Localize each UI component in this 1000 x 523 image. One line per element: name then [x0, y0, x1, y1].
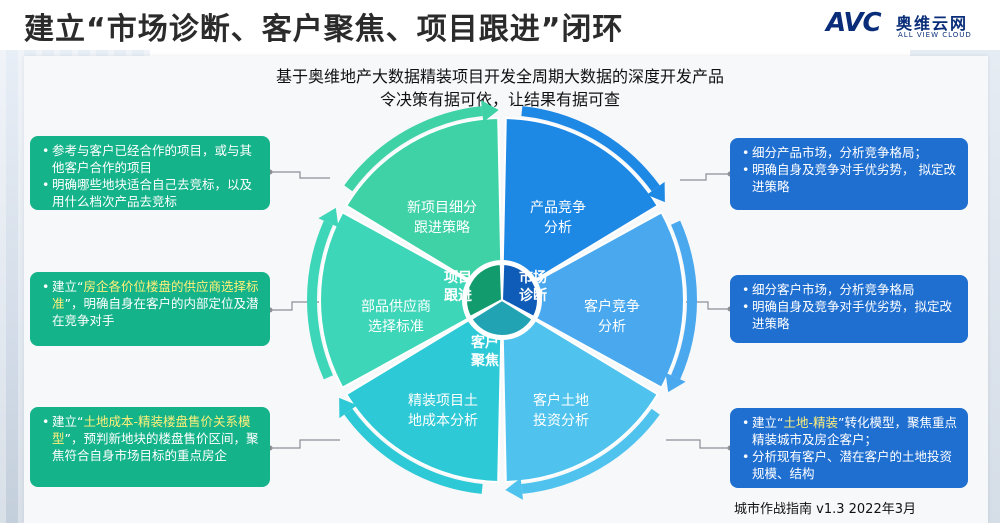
left-box-3: 建立“土地成本-精装楼盘售价关系模型”，预判新地块的楼盘售价区间，聚焦符合自身市…	[30, 407, 270, 487]
box-text: 明确哪些地块适合自己去竞标，以及用什么档次产品去竞标	[52, 177, 253, 209]
box-text: 建立“	[52, 279, 84, 294]
box-text: 细分客户市场，分析竞争格局	[752, 282, 915, 297]
page-title: 建立“市场诊断、客户聚焦、项目跟进”闭环	[24, 12, 624, 47]
box-bullet-item: 明确哪些地块适合自己去竞标，以及用什么档次产品去竞标	[42, 176, 260, 210]
box-text: 明确自身及竞争对手优劣势， 拟定改进策略	[752, 162, 956, 194]
core-label-line1: 客户	[470, 334, 499, 351]
arrow-head-icon	[480, 100, 499, 122]
box-text: 细分产品市场，分析竞争格局；	[752, 145, 928, 160]
box-text: ”，预判新地块的楼盘售价区间，聚焦符合自身市场目标的重点房企	[52, 431, 259, 463]
segment-label-line2: 投资分析	[533, 413, 589, 429]
segment-label-line1: 精装项目土	[408, 393, 478, 409]
core-label-line2: 聚焦	[470, 352, 499, 369]
core-label-line2: 跟进	[444, 288, 472, 304]
cycle-arrow-arc	[521, 106, 660, 192]
segment-label-line2: 地成本分析	[408, 413, 478, 429]
arrow-head-icon	[505, 478, 524, 500]
box-text: ”转化模型，聚焦重点精装城市及房企客户；	[752, 415, 957, 447]
box-bullet-item: 建立“土地成本-精装楼盘售价关系模型”，预判新地块的楼盘售价区间，聚焦符合自身市…	[42, 413, 260, 464]
core-outline	[463, 261, 541, 339]
segment-label-line2: 分析	[544, 220, 572, 236]
box-text: 建立“	[752, 415, 784, 430]
box-bullet-item: 分析现有客户、潜在客户的土地投资规模、结构	[742, 448, 958, 482]
logo-name-en: ALL VIEW CLOUD	[898, 31, 972, 39]
connector-line	[666, 439, 730, 449]
right-box-3: 建立“土地-精装”转化模型，聚焦重点精装城市及房企客户；分析现有客户、潜在客户的…	[730, 408, 968, 488]
segment-label-line1: 产品竞争	[530, 199, 586, 216]
cycle-arrow-arc	[344, 106, 483, 192]
segment-label-line2: 分析	[598, 319, 626, 335]
connector-line	[686, 301, 730, 310]
segment-label-line1: 客户竞争	[584, 298, 640, 315]
box-text: 建立“	[52, 414, 84, 429]
highlight-text: 土地-精装	[783, 415, 838, 430]
segment-label-line1: 客户土地	[533, 392, 589, 409]
subtitle-line-2: 令决策有据可依，让结果有据可查	[379, 90, 620, 109]
subtitle-line-1: 基于奥维地产大数据精装项目开发全周期大数据的深度开发产品	[275, 67, 724, 86]
box-bullet-item: 明确自身及竞争对手优劣势， 拟定改进策略	[742, 161, 958, 195]
cycle-arrow-arc	[344, 408, 483, 494]
arrow-head-icon	[318, 207, 339, 228]
cycle-arrow-arc	[521, 408, 660, 494]
box-bullet-item: 细分客户市场，分析竞争格局	[742, 281, 958, 298]
box-text: 参考与客户已经合作的项目，或与其他客户合作的项目	[52, 143, 253, 175]
arrow-head-icon	[665, 372, 686, 393]
connector-line	[270, 301, 320, 311]
segment-label-line2: 选择标准	[368, 319, 424, 335]
core-label-line1: 市场	[519, 269, 547, 286]
arrow-head-icon	[646, 181, 665, 203]
segment-label-line1: 部品供应商	[361, 298, 431, 315]
core-label-line2: 诊断	[519, 287, 547, 304]
segment-label-line2: 跟进策略	[414, 219, 470, 236]
logo-name-cn: 奥维云网	[896, 14, 969, 33]
box-text: 分析现有客户、潜在客户的土地投资规模、结构	[752, 449, 953, 481]
logo-brand: AVC	[826, 8, 882, 38]
avc-logo: AVC 奥维云网 ALL VIEW CLOUD	[826, 8, 986, 48]
core-label-line1: 项目	[444, 270, 472, 286]
box-bullet-item: 细分产品市场，分析竞争格局；	[742, 144, 958, 161]
cycle-arrow-arc	[307, 220, 333, 380]
cycle-arrow-arc	[671, 220, 697, 380]
connector-line	[270, 171, 330, 179]
left-box-1: 参考与客户已经合作的项目，或与其他客户合作的项目明确哪些地块适合自己去竞标，以及…	[30, 136, 270, 210]
box-bullet-item: 参考与客户已经合作的项目，或与其他客户合作的项目	[42, 142, 260, 176]
right-box-2: 细分客户市场，分析竞争格局明确自身及竞争对手优劣势，拟定改进策略	[730, 275, 968, 343]
box-text: 明确自身及竞争对手优劣势，拟定改进策略	[752, 299, 953, 331]
highlight-text: 房企各价位楼盘的供应商选择标准	[52, 279, 259, 311]
arrow-head-icon	[339, 397, 358, 419]
left-box-2: 建立“房企各价位楼盘的供应商选择标准”，明确自身在客户的内部定位及潜在竞争对手	[30, 272, 270, 346]
highlight-text: 土地成本-精装楼盘售价关系模型	[52, 414, 251, 446]
connector-line	[270, 439, 340, 449]
box-bullet-item: 明确自身及竞争对手优劣势，拟定改进策略	[742, 298, 958, 332]
right-box-1: 细分产品市场，分析竞争格局； 明确自身及竞争对手优劣势， 拟定改进策略	[730, 138, 968, 210]
segment-label-line1: 新项目细分	[407, 200, 477, 216]
box-text: ”，明确自身在客户的内部定位及潜在竞争对手	[52, 296, 259, 328]
footer-version: 城市作战指南 v1.3 2022年3月	[734, 502, 916, 517]
box-bullet-item: 建立“房企各价位楼盘的供应商选择标准”，明确自身在客户的内部定位及潜在竞争对手	[42, 278, 260, 329]
connector-line	[680, 173, 730, 181]
box-bullet-item: 建立“土地-精装”转化模型，聚焦重点精装城市及房企客户；	[742, 414, 958, 448]
